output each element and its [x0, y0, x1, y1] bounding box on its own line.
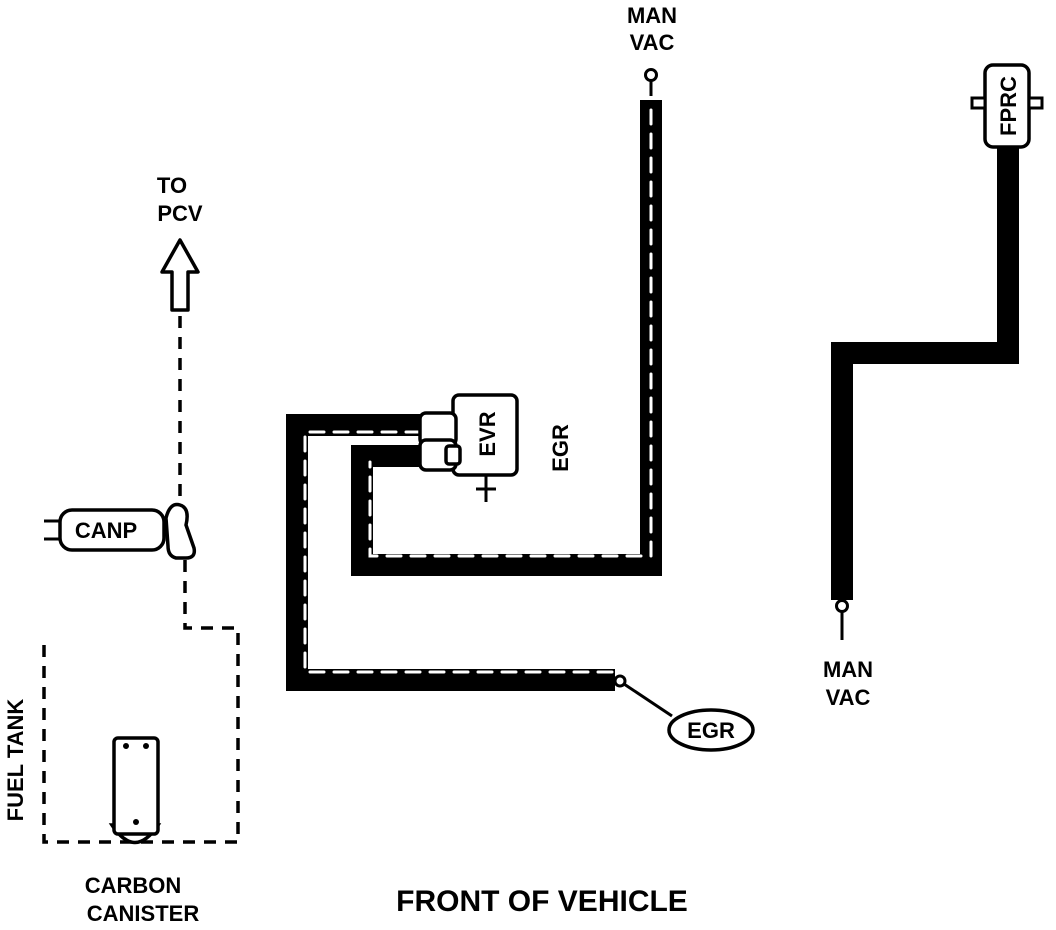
fprc-solenoid: FPRC [970, 63, 1044, 149]
man-vac-top-label-line1: MAN [627, 3, 677, 28]
egr-vacuum-hose [351, 100, 662, 576]
to-pcv-arrow-icon [160, 238, 200, 312]
evr-label: EVR [475, 411, 500, 456]
carbon-canister [108, 736, 162, 845]
canp-body [58, 508, 166, 552]
egr-upper-label: EGR [548, 424, 573, 472]
fprc-tab-left [970, 96, 987, 110]
carbon-canister-label-line2: CANISTER [87, 901, 200, 926]
man-vac-right-label-line2: VAC [826, 685, 871, 710]
fuel-tank-label: FUEL TANK [3, 699, 28, 822]
egr-valve-ellipse [667, 708, 755, 752]
man-vac-top-label-line2: VAC [630, 30, 675, 55]
canp-valve-body [164, 502, 197, 560]
man-vac-top-port-icon [644, 68, 658, 82]
fprc-tab-right [1027, 96, 1044, 110]
man-vac-right-port-icon [835, 599, 849, 613]
evr-to-egr-hose [286, 414, 615, 691]
to-pcv-label-line2: PCV [157, 201, 203, 226]
fprc-label: FPRC [996, 76, 1021, 136]
to-pcv-label-line1: TO [157, 173, 187, 198]
canister-body [112, 736, 160, 836]
egr-hose-end-icon [613, 674, 627, 688]
front-of-vehicle-label: FRONT OF VEHICLE [396, 885, 688, 918]
canp-solenoid: CANP [44, 502, 197, 560]
carbon-canister-label-line1: CARBON [85, 873, 182, 898]
man-vac-right-label-line1: MAN [823, 657, 873, 682]
evr-solenoid: EVR [418, 393, 519, 502]
evr-connector [444, 444, 462, 466]
fprc-vacuum-hose [831, 147, 1019, 600]
canp-label: CANP [75, 518, 137, 543]
egr-valve-label: EGR [687, 718, 735, 743]
